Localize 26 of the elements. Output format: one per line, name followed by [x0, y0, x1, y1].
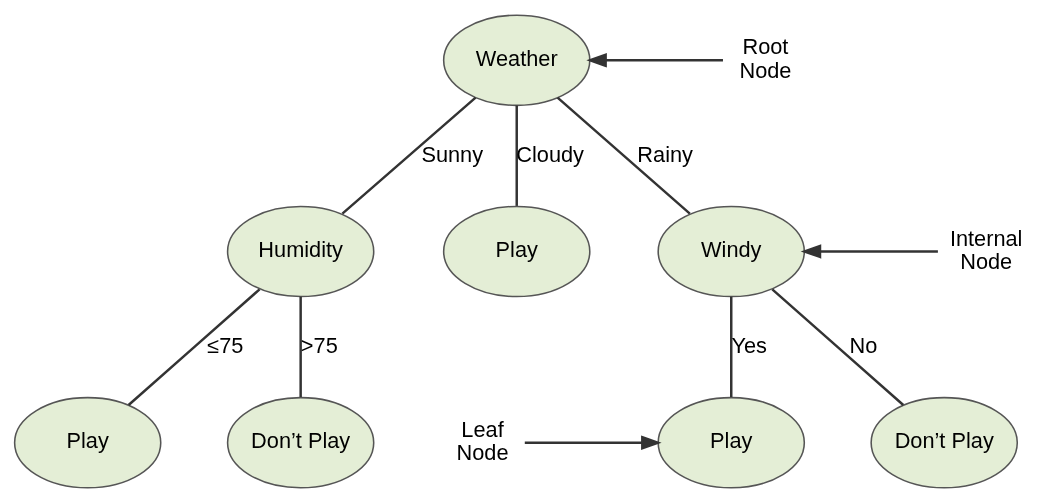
edge-label: Yes — [731, 332, 767, 358]
node-ellipse: Don’t Play — [226, 396, 375, 489]
node-ellipse: Play — [657, 396, 806, 489]
edge-label: Rainy — [637, 141, 693, 167]
node-text: Internal Node — [949, 225, 1023, 274]
node-ellipse: Windy — [657, 205, 806, 297]
arrow — [800, 243, 938, 259]
arrow — [524, 435, 662, 450]
node-ellipse: Humidity — [226, 205, 375, 297]
arrow — [586, 52, 723, 67]
edge-label: ≤75 — [207, 332, 244, 358]
connector — [299, 296, 302, 397]
edge-label: No — [849, 332, 878, 358]
connector — [341, 96, 477, 215]
connector — [730, 296, 733, 397]
node-ellipse: Play — [442, 205, 591, 297]
connector — [556, 96, 691, 215]
node-text: Leaf Node — [456, 416, 509, 465]
edge-label: Sunny — [421, 141, 484, 167]
node-text: Root Node — [739, 33, 792, 83]
node-ellipse: Don’t Play — [870, 396, 1019, 489]
node-ellipse: Play — [13, 396, 162, 489]
connector — [515, 104, 518, 206]
connector — [127, 287, 261, 406]
node-ellipse: Weather — [442, 13, 591, 106]
connector — [771, 287, 905, 406]
